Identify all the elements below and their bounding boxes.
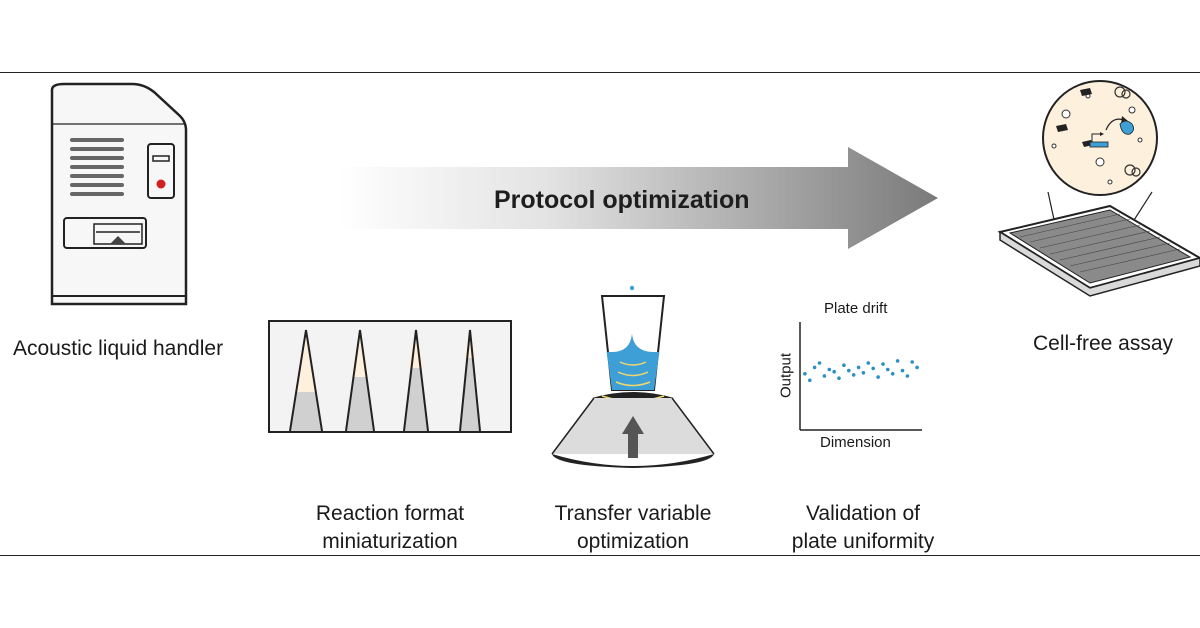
chart-point [866, 361, 871, 365]
transfer-label: Transfer variable optimization [533, 500, 733, 556]
miniaturization-wells-icon [268, 320, 512, 433]
chart-point [890, 372, 895, 376]
miniaturization-label: Reaction format miniaturization [290, 500, 490, 556]
chart-point [881, 362, 885, 366]
chart-point [812, 365, 817, 370]
arrow-label: Protocol optimization [494, 186, 750, 214]
bottom-rule [0, 555, 1200, 556]
chart-ylabel: Output [777, 352, 795, 399]
chart-point [851, 373, 856, 377]
chart-point [856, 365, 861, 370]
miniaturization-line-1: Reaction format [315, 502, 465, 525]
chart-point [808, 378, 812, 383]
chart-point [832, 369, 836, 374]
chart-point [822, 374, 827, 378]
chart-point [817, 361, 822, 365]
top-rule [0, 72, 1200, 73]
plate-drift-chart [799, 322, 922, 431]
validation-line-2: plate uniformity [791, 530, 935, 553]
chart-point [871, 366, 875, 371]
chart-point [803, 372, 807, 376]
chart-point [900, 368, 905, 373]
chart-point [837, 376, 841, 380]
chart-point [861, 371, 866, 375]
chart-point [842, 363, 846, 367]
cell-free-assay-icon [997, 80, 1200, 297]
chart-point [895, 359, 900, 363]
chart-point [886, 367, 890, 372]
liquid-handler-icon [50, 82, 188, 306]
chart-point [876, 375, 880, 379]
validation-label: Validation of plate uniformity [768, 500, 958, 556]
assay-label: Cell-free assay [1032, 332, 1174, 355]
transfer-line-2: optimization [576, 530, 690, 553]
chart-point [915, 365, 919, 370]
chart-title: Plate drift [824, 300, 888, 317]
chart-point [827, 367, 832, 372]
handler-label: Acoustic liquid handler [12, 337, 224, 360]
miniaturization-line-2: miniaturization [322, 530, 458, 553]
chart-point [847, 368, 851, 373]
chart-point [905, 374, 910, 378]
chart-xlabel: Dimension [820, 434, 891, 451]
transfer-line-1: Transfer variable [554, 502, 712, 525]
acoustic-transducer-icon [551, 285, 715, 468]
chart-point [910, 360, 914, 364]
validation-line-1: Validation of [805, 502, 921, 525]
